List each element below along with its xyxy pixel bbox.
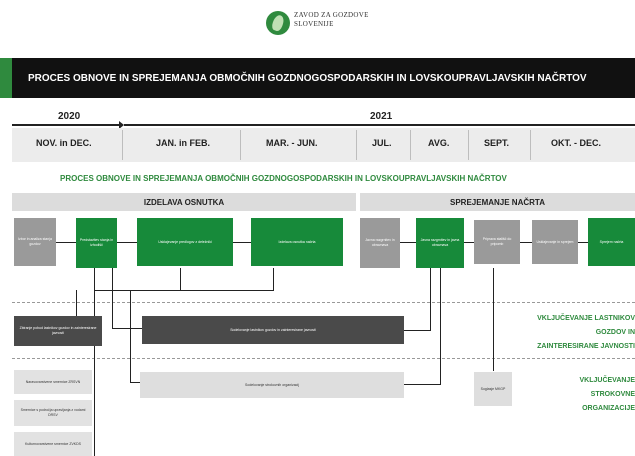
- year-arrow-icon: [119, 121, 124, 129]
- logo-line-1: ZAVOD ZA GOZDOVE: [294, 11, 369, 19]
- guideline-box-drsv: Smernice s področja upravljanja z vodami…: [14, 400, 92, 426]
- process-box-1: Izbor in analiza stanja gozdov: [14, 218, 56, 266]
- logo-line-2: SLOVENIJE: [294, 20, 334, 28]
- owners-lane-label-3: ZAINTERESIRANE JAVNOSTI: [537, 343, 635, 350]
- lane-divider: [12, 358, 635, 359]
- process-box-6: Javna razgrnitev in javna obravnava: [416, 218, 464, 268]
- owners-input-box: Zbiranje pobud lastnikov gozdov in zaint…: [14, 316, 102, 346]
- connector-line: [578, 242, 588, 243]
- phase-draft: IZDELAVA OSNUTKA: [12, 193, 356, 211]
- process-box-2: Predstavitev stanja in izhodišč: [76, 218, 117, 268]
- subtitle: PROCES OBNOVE IN SPREJEMANJA OBMOČNIH GO…: [60, 174, 507, 183]
- experts-participation-box: Sodelovanje strokovnih organizacij: [140, 372, 404, 398]
- process-box-7: Priprava stališč do pripomb: [474, 220, 520, 264]
- connector-line: [117, 242, 137, 243]
- period-divider: [530, 130, 531, 160]
- year-2021: 2021: [370, 111, 393, 122]
- logo-icon: [266, 11, 290, 35]
- connector-line: [130, 290, 131, 382]
- period-divider: [410, 130, 411, 160]
- period-divider: [356, 130, 357, 160]
- connector-line: [112, 290, 113, 328]
- phase-adoption: SPREJEMANJE NAČRTA: [360, 193, 635, 211]
- period-divider: [122, 130, 123, 160]
- year-line-2021: [124, 124, 635, 126]
- owners-participation-box: Sodelovanje lastnikov gozdov in zaintere…: [142, 316, 404, 344]
- connector-line: [520, 242, 532, 243]
- connector-line: [273, 268, 274, 290]
- guideline-box-zvkds: Kulturnovarstvene smernice ZVKDS: [14, 432, 92, 456]
- owners-lane-label-1: VKLJUČEVANJE LASTNIKOV: [537, 315, 635, 322]
- experts-lane-label-1: VKLJUČEVANJE: [579, 377, 635, 384]
- experts-lane-label-2: STROKOVNE: [590, 391, 635, 398]
- period-avg: AVG.: [428, 138, 450, 148]
- connector-line: [112, 328, 142, 329]
- logo-text: ZAVOD ZA GOZDOVE SLOVENIJE: [294, 11, 369, 29]
- connector-line: [493, 268, 494, 371]
- owners-lane-label: VKLJUČEVANJE LASTNIKOV GOZDOV IN ZAINTER…: [500, 312, 635, 354]
- owners-lane-label-2: GOZDOV IN: [595, 329, 635, 336]
- period-divider: [468, 130, 469, 160]
- experts-lane-label-3: ORGANIZACIJE: [582, 405, 635, 412]
- phase-draft-label: IZDELAVA OSNUTKA: [143, 197, 225, 207]
- connector-line: [56, 242, 76, 243]
- connector-line: [430, 268, 431, 331]
- period-nov-dec: NOV. in DEC.: [36, 138, 92, 148]
- period-jul: JUL.: [372, 138, 392, 148]
- page-title: PROCES OBNOVE IN SPREJEMANJA OBMOČNIH GO…: [28, 72, 587, 84]
- process-box-5: Javna razgrnitev in obravnava: [360, 218, 400, 268]
- connector-line: [94, 290, 274, 291]
- connector-line: [130, 382, 140, 383]
- year-line-2020: [12, 124, 120, 126]
- connector-line: [404, 330, 430, 331]
- period-sept: SEPT.: [484, 138, 510, 148]
- period-divider: [240, 130, 241, 160]
- title-bar: PROCES OBNOVE IN SPREJEMANJA OBMOČNIH GO…: [12, 58, 635, 98]
- year-2020: 2020: [58, 111, 81, 122]
- process-box-9: Sprejem načrta: [588, 218, 635, 266]
- connector-line: [464, 242, 474, 243]
- connector-line: [440, 268, 441, 385]
- period-row: [12, 128, 635, 162]
- process-box-3: Usklajevanje predlogov z deležniki: [137, 218, 233, 266]
- guideline-box-zrsvn: Naravovarstvene smernice ZRSVN: [14, 370, 92, 394]
- period-okt-dec: OKT. - DEC.: [551, 138, 602, 148]
- experts-lane-label: VKLJUČEVANJE STROKOVNE ORGANIZACIJE: [520, 374, 635, 416]
- title-accent: [0, 58, 12, 98]
- connector-line: [404, 384, 440, 385]
- connector-line: [94, 268, 95, 456]
- period-jan-feb: JAN. in FEB.: [156, 138, 211, 148]
- lane-divider: [12, 302, 635, 303]
- connector-line: [76, 290, 77, 316]
- connector-line: [233, 242, 251, 243]
- ministry-approval-box: Soglasje MKGP: [474, 372, 512, 406]
- phase-adoption-label: SPREJEMANJE NAČRTA: [450, 197, 545, 207]
- connector-line: [112, 268, 113, 290]
- connector-line: [400, 242, 416, 243]
- process-box-4: Izdelava osnutka načrta: [251, 218, 343, 266]
- process-box-8: Usklajevanje in sprejem: [532, 220, 578, 264]
- period-mar-jun: MAR. - JUN.: [266, 138, 318, 148]
- connector-line: [180, 268, 181, 290]
